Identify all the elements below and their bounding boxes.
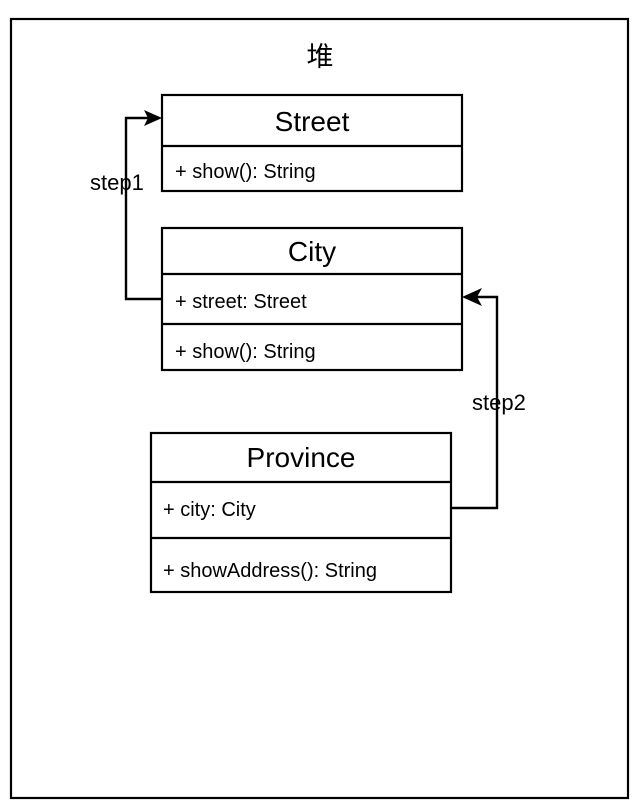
class-name-city: City: [287, 236, 337, 267]
arrowhead-step2-icon: [462, 288, 482, 306]
class-method-province-showaddress: + showAddress(): String: [163, 560, 377, 582]
connector-label-step1: step1: [90, 170, 144, 195]
connector-step1[interactable]: [124, 116, 162, 301]
class-name-street: Street: [274, 106, 350, 137]
class-method-city-show: + show(): String: [175, 341, 316, 363]
connector-step2[interactable]: [451, 295, 499, 510]
connector-label-step2: step2: [472, 390, 526, 415]
arrowhead-step1-icon: [144, 110, 162, 126]
class-box-street[interactable]: [160, 93, 464, 193]
diagram-title: 堆: [306, 42, 334, 72]
class-field-province-city: + city: City: [163, 499, 256, 521]
class-box-province[interactable]: [149, 431, 453, 594]
class-box-city[interactable]: [160, 226, 464, 372]
class-field-city-street: + street: Street: [175, 291, 307, 313]
class-name-province: Province: [246, 442, 356, 473]
class-method-street-show: + show(): String: [175, 161, 316, 183]
outer-frame: [9, 17, 630, 800]
